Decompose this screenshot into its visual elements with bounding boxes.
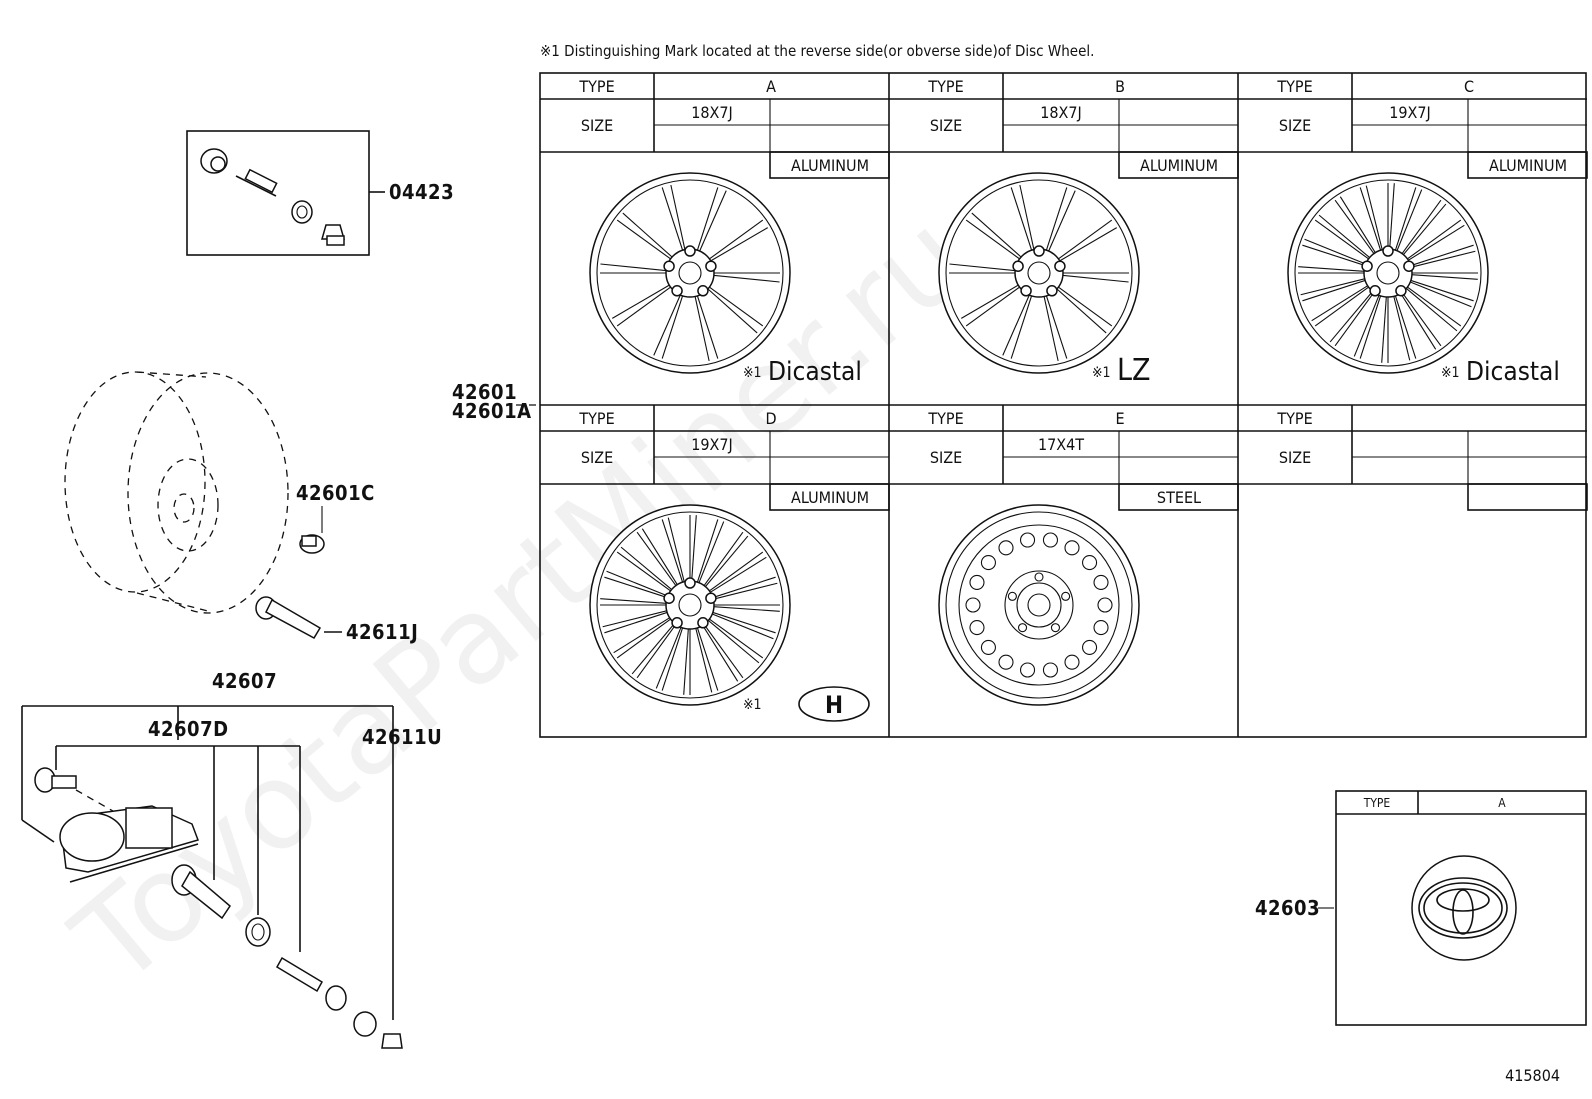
size-value: 19X7J: [1389, 103, 1431, 122]
valve-group[interactable]: 42611J: [255, 596, 418, 644]
type-label: TYPE: [1276, 409, 1312, 428]
steel-wheel-icon: [938, 504, 1140, 706]
ornament-type-label: TYPE: [1363, 796, 1391, 810]
size-value: 18X7J: [1040, 103, 1082, 122]
type-value: A: [766, 77, 776, 96]
toyota-emblem-icon: [1411, 855, 1517, 961]
material-label: STEEL: [1157, 488, 1201, 507]
size-label: SIZE: [581, 448, 613, 467]
size-label: SIZE: [930, 448, 962, 467]
part-number-42611U[interactable]: 42611U: [362, 725, 442, 749]
distinguishing-mark-note: ※1 Distinguishing Mark located at the re…: [540, 42, 1094, 60]
part-number-42601[interactable]: 42601: [452, 380, 517, 404]
ornament-type-value: A: [1498, 796, 1506, 810]
wheel-type-cell[interactable]: TYPE D SIZE 19X7J ALUMINUM ※1 H: [540, 405, 890, 722]
alloy-wheel-icon: [589, 172, 791, 374]
mark-prefix: ※1: [743, 365, 762, 381]
part-number-04423[interactable]: 04423: [389, 180, 454, 204]
type-value: B: [1115, 77, 1125, 96]
size-label: SIZE: [581, 116, 613, 135]
alloy-wheel-icon: [938, 172, 1140, 374]
tire-outline: [64, 371, 289, 614]
material-label: ALUMINUM: [791, 156, 869, 175]
tpms-group[interactable]: 42607 42607D 42611U: [21, 669, 442, 1049]
valve-kit-group[interactable]: 04423: [186, 130, 454, 256]
size-label: SIZE: [930, 116, 962, 135]
alloy-wheel-icon: [1287, 172, 1489, 374]
mark-logo: LZ: [1117, 353, 1151, 388]
mark-logo: Dicastal: [1466, 357, 1560, 387]
size-value: 19X7J: [691, 435, 733, 454]
type-label: TYPE: [578, 409, 614, 428]
diagram-id: 415804: [1505, 1066, 1560, 1085]
part-number-42607D[interactable]: 42607D: [148, 717, 229, 741]
wheel-type-cell[interactable]: TYPE E SIZE 17X4T STEEL: [889, 405, 1239, 706]
alloy-wheel-icon: [589, 504, 791, 706]
size-label: SIZE: [1279, 448, 1311, 467]
mark-logo: H: [825, 691, 843, 719]
ornament-group[interactable]: TYPE A 42603: [1255, 790, 1587, 1026]
wheel-type-cell[interactable]: TYPE SIZE: [1238, 405, 1588, 511]
material-label: ALUMINUM: [1489, 156, 1567, 175]
part-number-42611J[interactable]: 42611J: [346, 620, 418, 644]
type-value: D: [765, 409, 776, 428]
type-label: TYPE: [578, 77, 614, 96]
mark-prefix: ※1: [1441, 365, 1460, 381]
wheel-type-cell[interactable]: TYPE C SIZE 19X7J ALUMINUM ※1 Dicastal: [1238, 73, 1588, 387]
type-label: TYPE: [927, 77, 963, 96]
size-label: SIZE: [1279, 116, 1311, 135]
material-label: ALUMINUM: [791, 488, 869, 507]
wheel-type-cell[interactable]: TYPE A SIZE 18X7J ALUMINUM ※1 Dicastal: [540, 73, 890, 387]
material-label: ALUMINUM: [1140, 156, 1218, 175]
size-value: 18X7J: [691, 103, 733, 122]
mark-prefix: ※1: [1092, 365, 1111, 381]
wheel-type-cell[interactable]: TYPE B SIZE 18X7J ALUMINUM ※1 LZ: [889, 73, 1239, 388]
hub-bolt-group[interactable]: 42601C: [296, 481, 375, 554]
type-value: C: [1464, 77, 1474, 96]
wheel-part-label[interactable]: 42601 42601A: [452, 380, 540, 423]
mark-logo: Dicastal: [768, 357, 862, 387]
part-number-42601A[interactable]: 42601A: [452, 399, 532, 423]
type-label: TYPE: [1276, 77, 1312, 96]
type-value: E: [1115, 409, 1124, 428]
mark-prefix: ※1: [743, 697, 762, 713]
part-number-42603[interactable]: 42603: [1255, 896, 1320, 920]
type-label: TYPE: [927, 409, 963, 428]
part-number-42601C[interactable]: 42601C: [296, 481, 375, 505]
size-value: 17X4T: [1038, 435, 1084, 454]
part-number-42607[interactable]: 42607: [212, 669, 277, 693]
